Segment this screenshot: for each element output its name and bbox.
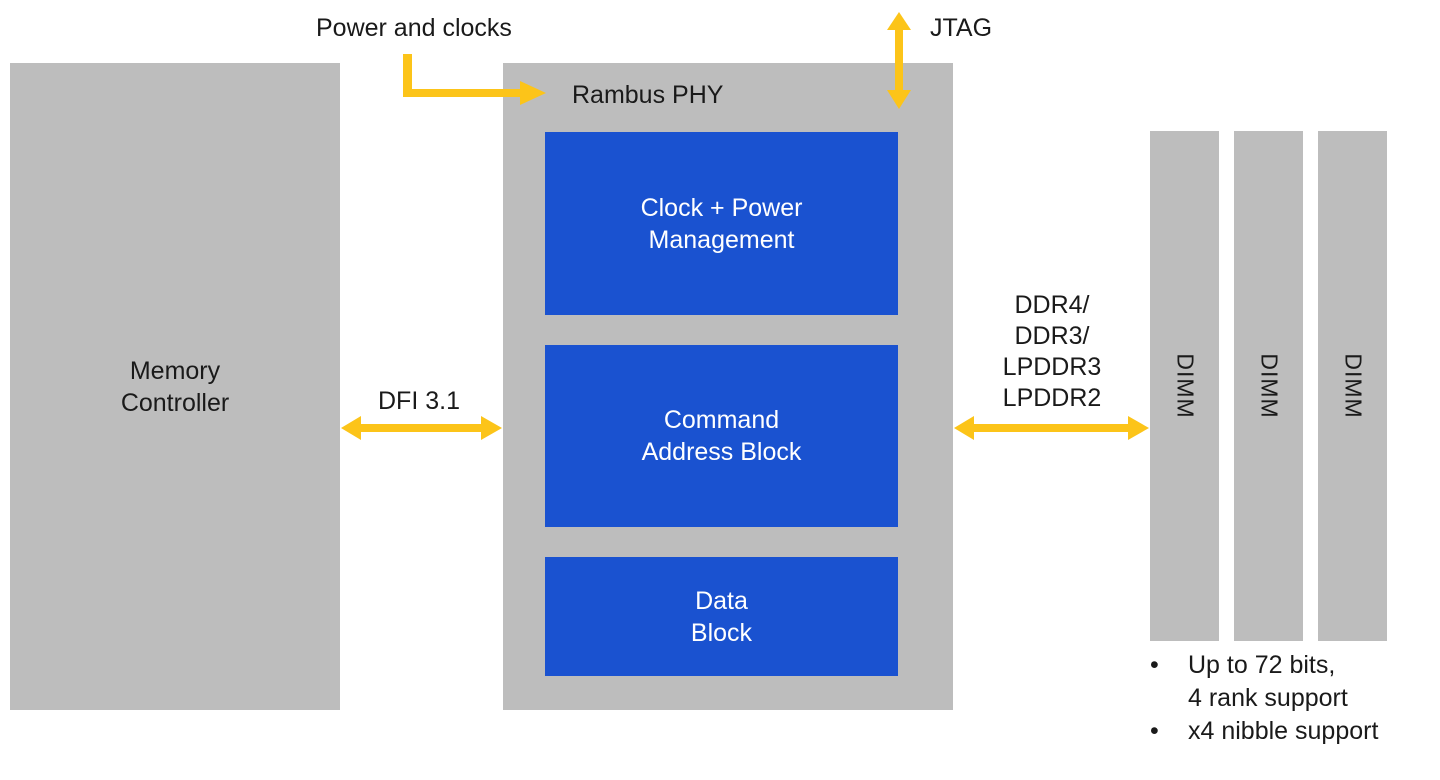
memory-types-label: DDR4/ DDR3/ LPDDR3 LPDDR2: [990, 290, 1114, 414]
dfi-label: DFI 3.1: [378, 387, 460, 415]
dimm-module: DIMM: [1150, 131, 1219, 641]
power-and-clocks-label: Power and clocks: [316, 14, 512, 42]
dfi-arrow: [341, 416, 502, 440]
command-address-label-line1: Command: [663, 406, 780, 434]
dimm-label: DIMM: [1340, 353, 1366, 419]
memory-type-lpddr2: LPDDR2: [1002, 384, 1102, 412]
dimm-label: DIMM: [1172, 353, 1198, 419]
dimm-module: DIMM: [1234, 131, 1303, 641]
feature-item: • Up to 72 bits, 4 rank support: [1150, 649, 1378, 715]
memory-type-ddr4: DDR4/: [1014, 291, 1090, 319]
clock-power-management-block: Clock + Power Management: [545, 132, 898, 315]
jtag-label: JTAG: [930, 14, 993, 42]
rambus-phy-title: Rambus PHY: [572, 81, 724, 109]
memory-controller-label-line1: Memory: [129, 356, 221, 385]
feature-text-line2: 4 rank support: [1188, 684, 1348, 712]
ddr-arrow: [954, 416, 1149, 440]
dimm-features-list: • Up to 72 bits, 4 rank support • x4 nib…: [1150, 649, 1378, 748]
data-block-label-line2: Block: [690, 618, 753, 647]
memory-controller-block: Memory Controller: [10, 63, 340, 710]
dimm-module: DIMM: [1318, 131, 1387, 641]
clock-power-label-line1: Clock + Power: [640, 193, 803, 222]
bullet-icon: •: [1150, 717, 1159, 745]
feature-text-line1: Up to 72 bits,: [1188, 651, 1336, 679]
command-address-label-line2: Address Block: [641, 438, 802, 466]
data-block: Data Block: [545, 557, 898, 676]
feature-text-line1: x4 nibble support: [1188, 717, 1379, 745]
feature-item: • x4 nibble support: [1150, 715, 1378, 748]
memory-type-ddr3: DDR3/: [1014, 322, 1090, 350]
memory-controller-label-line2: Controller: [120, 388, 230, 417]
memory-controller-label: Memory Controller: [121, 355, 229, 419]
clock-power-label-line2: Management: [648, 225, 795, 254]
bullet-icon: •: [1150, 651, 1159, 679]
command-address-block: Command Address Block: [545, 345, 898, 527]
memory-type-lpddr3: LPDDR3: [1002, 353, 1102, 381]
data-block-label-line1: Data: [695, 586, 748, 615]
dimm-label: DIMM: [1256, 353, 1282, 419]
